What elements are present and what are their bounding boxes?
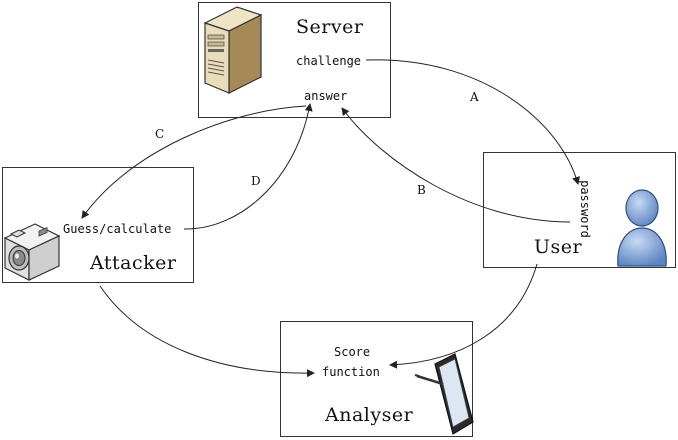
- edge-user-analyser-path: [389, 263, 538, 369]
- server-answer-label: answer: [304, 89, 348, 103]
- edge-d-path: [183, 103, 313, 230]
- analyser-title: Analyser: [325, 404, 414, 426]
- server-tower-icon: [203, 6, 263, 94]
- user-title: User: [534, 236, 583, 258]
- edge-d-label: D: [251, 174, 261, 188]
- attacker-guess-label: Guess/calculate: [63, 222, 172, 236]
- user-password-label: password: [577, 180, 592, 238]
- analyser-score-label: Score: [334, 345, 371, 359]
- attacker-title: Attacker: [90, 252, 177, 274]
- tablet-stylus-icon: [414, 353, 474, 435]
- person-icon: [617, 189, 667, 267]
- edge-a-path: [365, 59, 580, 185]
- edge-attacker-analyser-path: [99, 285, 315, 378]
- edge-a-label: A: [470, 90, 479, 104]
- analyser-function-label: function: [322, 365, 380, 379]
- edge-b-path: [341, 107, 571, 223]
- camera-icon: [3, 223, 61, 281]
- server-title: Server: [296, 16, 364, 38]
- server-challenge-label: challenge: [296, 54, 362, 68]
- edge-c-label: C: [155, 127, 165, 141]
- edge-c-path: [81, 105, 307, 219]
- edge-b-label: B: [417, 183, 426, 197]
